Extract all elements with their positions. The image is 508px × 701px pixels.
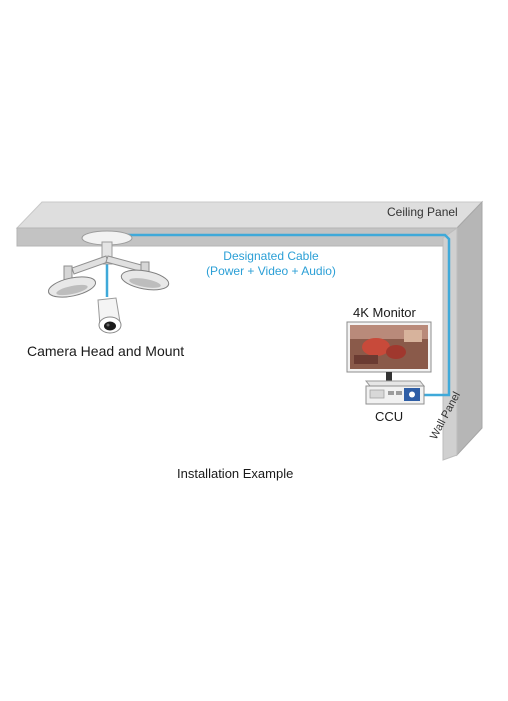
diagram-title: Installation Example: [177, 466, 294, 481]
designated-cable-label: Designated Cable (Power + Video + Audio): [196, 249, 346, 279]
ceiling-camera-icon: [97, 297, 122, 334]
ceiling-panel-label: Ceiling Panel: [387, 205, 458, 219]
cable-label-line2: (Power + Video + Audio): [206, 264, 336, 278]
monitor-icon: [346, 321, 432, 381]
ccu-unit-icon: [364, 380, 426, 405]
camera-mount-icon: [47, 230, 170, 298]
wall-panel: [456, 200, 483, 457]
cable-label-line1: Designated Cable: [223, 249, 319, 263]
camera-head-label: Camera Head and Mount: [27, 343, 185, 359]
ccu-label: CCU: [375, 409, 404, 424]
monitor-label: 4K Monitor: [353, 305, 416, 320]
